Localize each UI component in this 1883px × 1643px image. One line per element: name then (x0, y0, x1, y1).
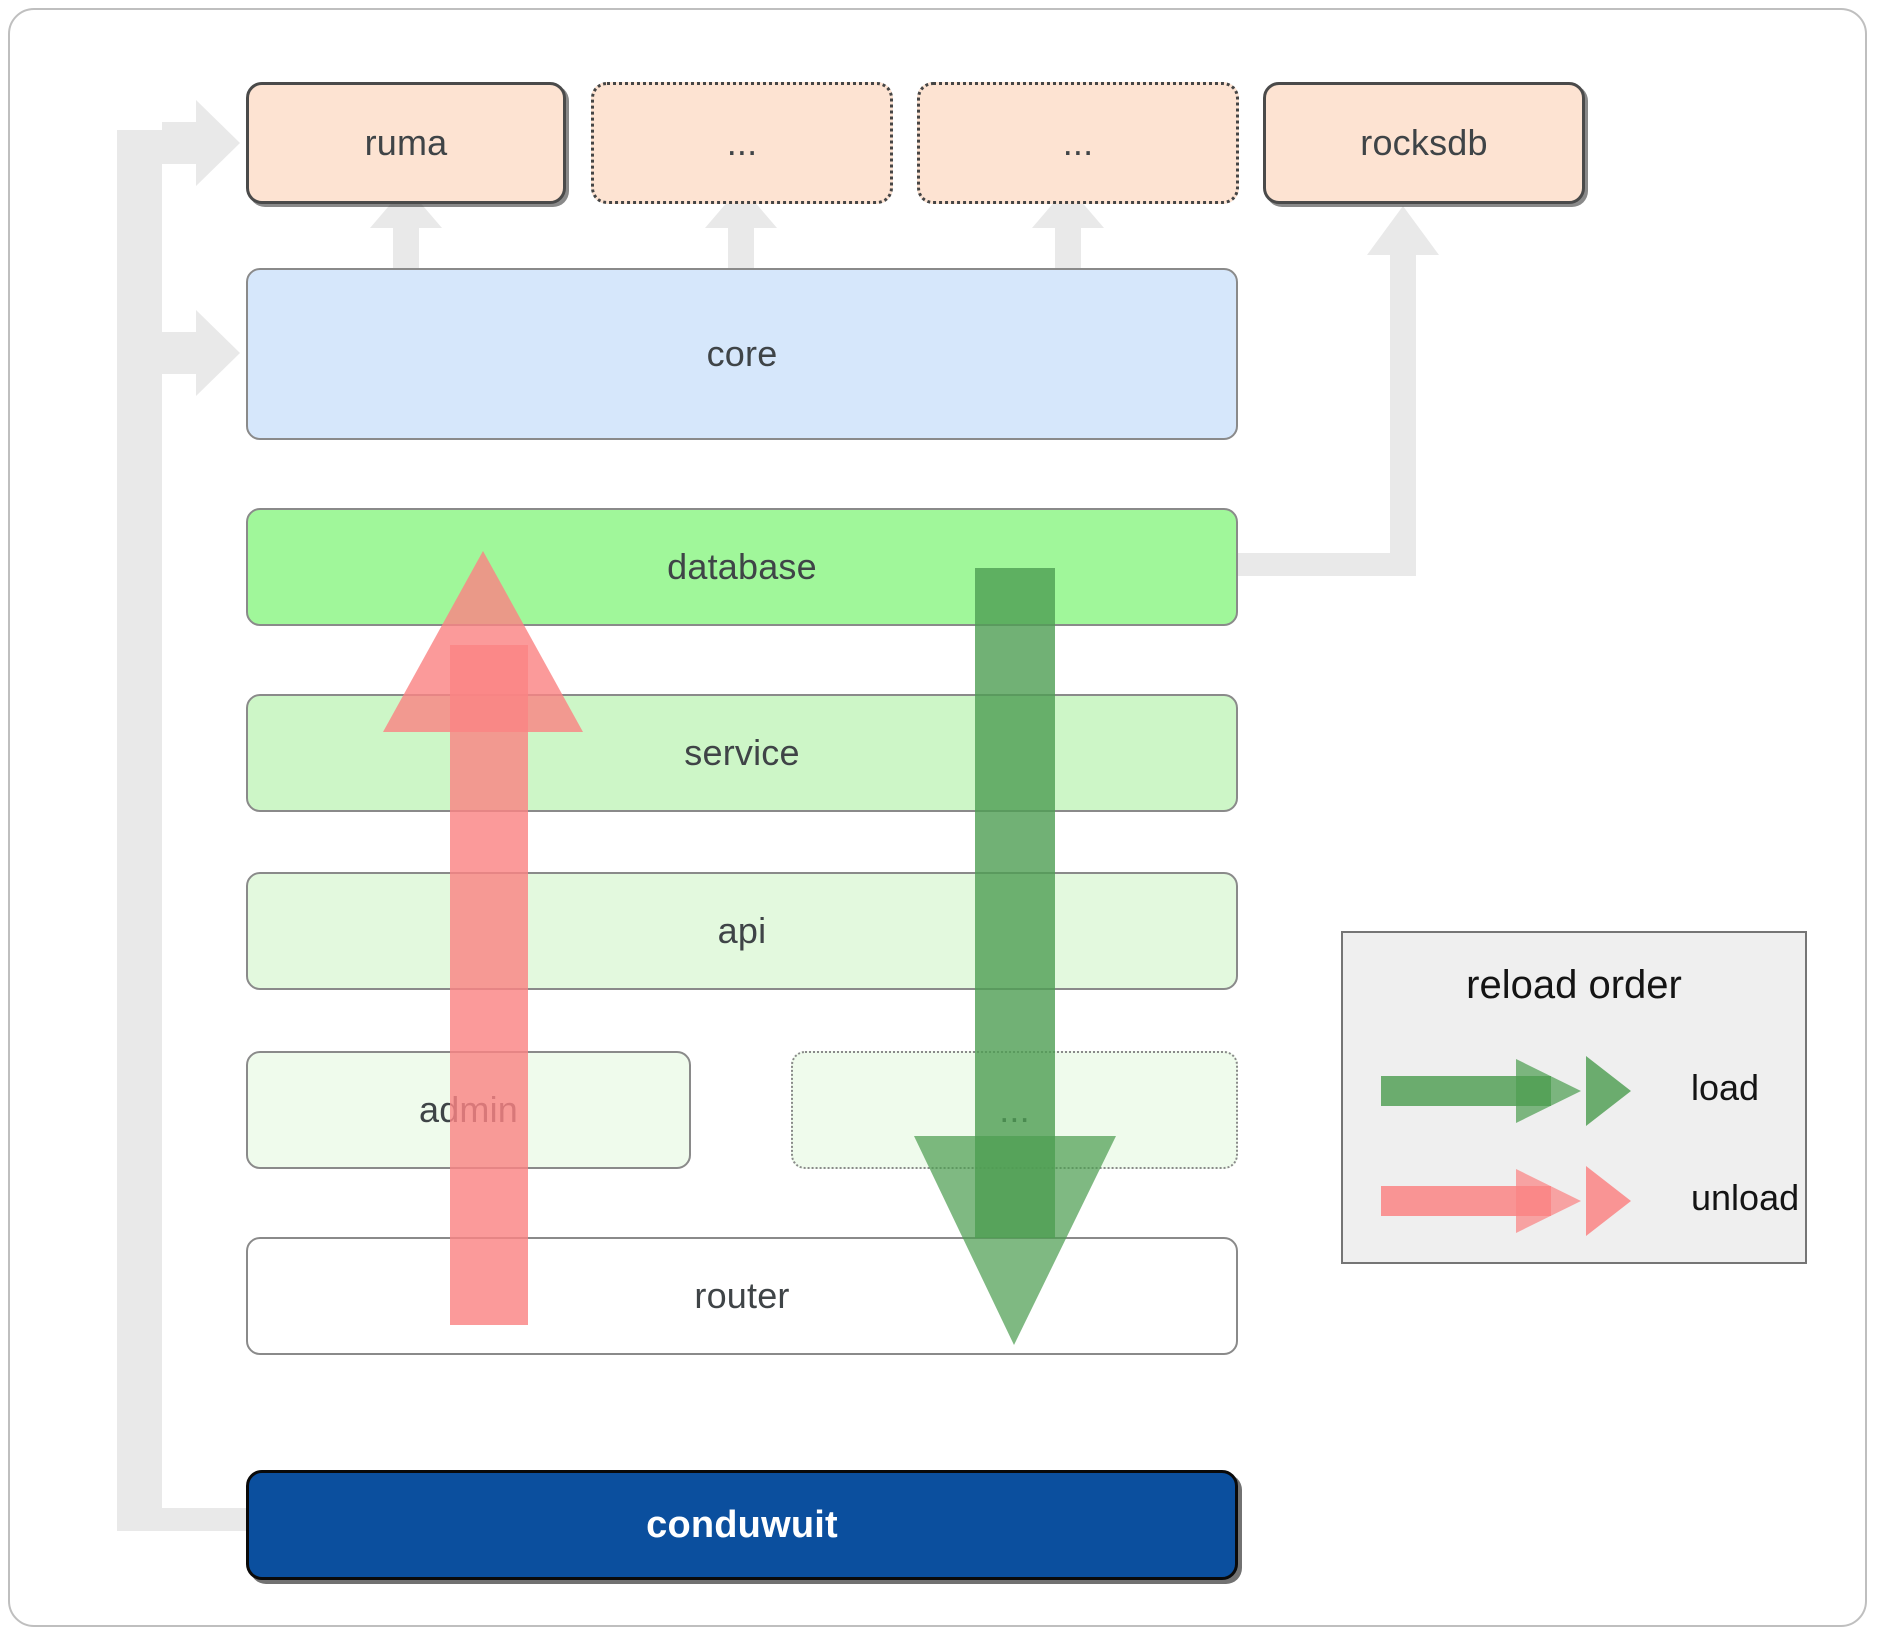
legend-title: reload order (1466, 963, 1682, 1007)
dependency-box-ellipsis-2[interactable]: ... (917, 82, 1239, 204)
legend-label: unload (1691, 1177, 1800, 1218)
unload-arrow-icon (1381, 1166, 1631, 1236)
unload-arrow-up (383, 551, 583, 1325)
load-arrow-down (914, 568, 1116, 1345)
dependency-box-ruma[interactable]: ruma (246, 82, 566, 204)
layer-box-database[interactable]: database (246, 508, 1238, 626)
load-arrow-icon (1381, 1056, 1631, 1126)
root-box-conduwuit[interactable]: conduwuit (246, 1470, 1238, 1580)
legend-panel: reload order load unload (1341, 931, 1807, 1264)
legend-label: load (1691, 1067, 1760, 1108)
layer-box-router[interactable]: router (246, 1237, 1238, 1355)
layer-box-core[interactable]: core (246, 268, 1238, 440)
